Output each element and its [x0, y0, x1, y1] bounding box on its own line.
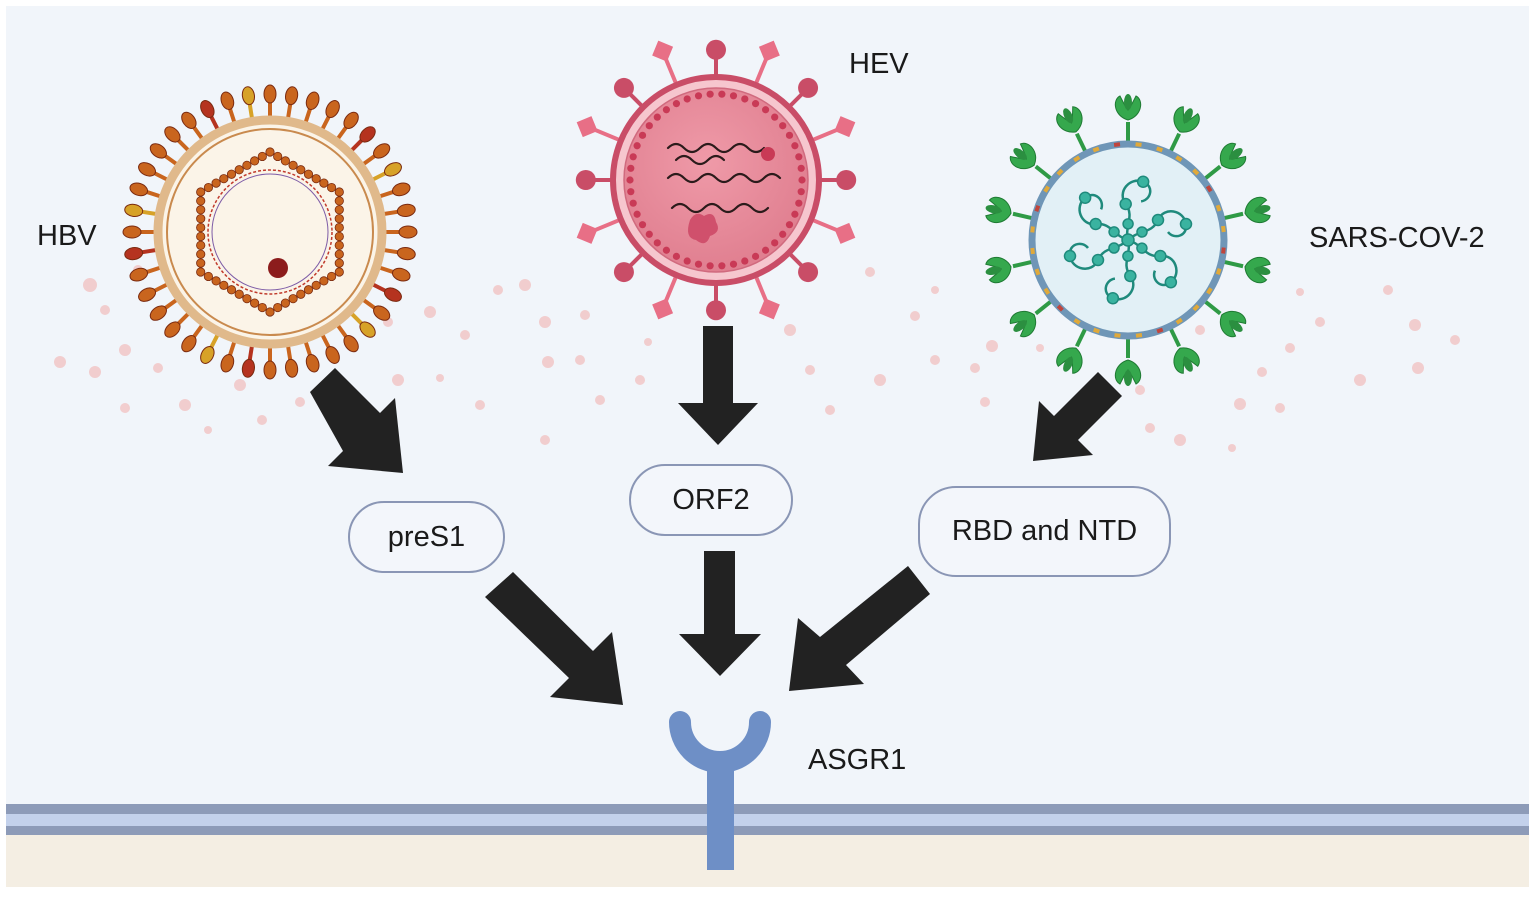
- sars-cov-2-label: SARS-COV-2: [1309, 222, 1485, 254]
- cytoplasm: [6, 835, 1529, 887]
- asgr1-receptor-icon: [669, 711, 771, 870]
- arrow-hbv-to-pres1: [310, 368, 403, 473]
- rbd-ntd-box: RBD and NTD: [918, 486, 1171, 577]
- hev-virion-icon: [575, 39, 857, 321]
- asgr1-label: ASGR1: [808, 744, 907, 776]
- hev-label: HEV: [849, 48, 909, 80]
- arrow-pres1-to-asgr1: [485, 572, 623, 705]
- hbv-virion-icon: [122, 84, 418, 380]
- particle-dots: [54, 232, 1460, 452]
- arrow-hev-to-orf2: [678, 326, 758, 445]
- arrow-sars-to-rbd: [1033, 372, 1122, 461]
- arrow-rbd-to-asgr1: [789, 566, 930, 691]
- hbv-label: HBV: [37, 220, 97, 252]
- pres1-box: preS1: [348, 501, 505, 573]
- cell-membrane: [6, 804, 1529, 887]
- arrow-orf2-to-asgr1: [679, 551, 761, 676]
- orf2-box: ORF2: [629, 464, 793, 536]
- sars-cov-2-virion-icon: [985, 94, 1271, 386]
